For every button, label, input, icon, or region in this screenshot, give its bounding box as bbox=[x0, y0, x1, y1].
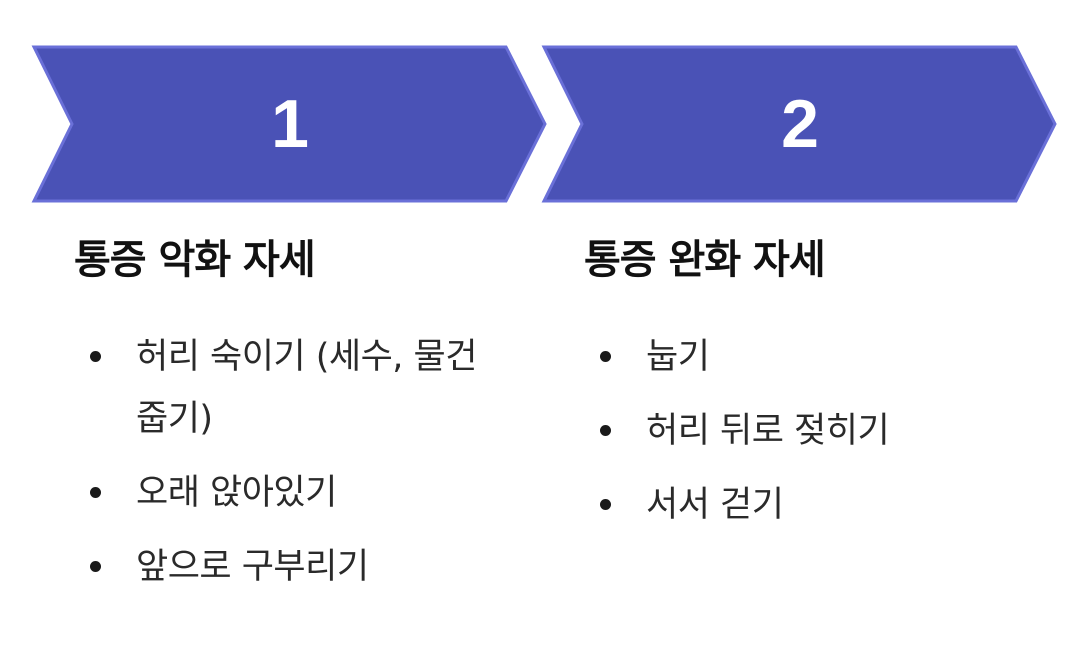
list-item: 서서 걷기 bbox=[600, 474, 1020, 536]
bullet-dot-icon bbox=[90, 351, 101, 362]
list-item: 허리 숙이기 (세수, 물건 줍기) bbox=[90, 326, 510, 450]
step-2-chevron: 2 bbox=[540, 44, 1060, 204]
list-item-text: 허리 뒤로 젖히기 bbox=[646, 411, 890, 451]
list-item: 허리 뒤로 젖히기 bbox=[600, 400, 1020, 462]
bullet-dot-icon bbox=[600, 499, 611, 510]
step-1-list: 허리 숙이기 (세수, 물건 줍기) 오래 앉아있기 앞으로 구부리기 bbox=[90, 326, 510, 610]
step-column-1: 1 통증 악화 자세 허리 숙이기 (세수, 물건 줍기) 오래 앉아있기 앞으… bbox=[30, 0, 550, 646]
list-item-text: 앞으로 구부리기 bbox=[136, 547, 369, 587]
step-1-number: 1 bbox=[271, 86, 309, 162]
list-item-text: 오래 앉아있기 bbox=[136, 473, 337, 513]
list-item-text: 서서 걷기 bbox=[646, 485, 784, 525]
step-2-heading: 통증 완화 자세 bbox=[584, 237, 826, 283]
bullet-dot-icon bbox=[90, 561, 101, 572]
step-1-chevron: 1 bbox=[30, 44, 550, 204]
chevron-arrow-shape bbox=[31, 45, 547, 203]
list-item-text: 눕기 bbox=[646, 337, 710, 377]
step-2-list: 눕기 허리 뒤로 젖히기 서서 걷기 bbox=[600, 326, 1020, 548]
bullet-dot-icon bbox=[90, 487, 101, 498]
bullet-dot-icon bbox=[600, 351, 611, 362]
chevron-arrow-shape bbox=[541, 45, 1057, 203]
list-item: 오래 앉아있기 bbox=[90, 462, 510, 524]
step-1-heading: 통증 악화 자세 bbox=[74, 237, 316, 283]
list-item: 눕기 bbox=[600, 326, 1020, 388]
list-item-text: 허리 숙이기 (세수, 물건 줍기) bbox=[136, 337, 477, 439]
bullet-dot-icon bbox=[600, 425, 611, 436]
list-item: 앞으로 구부리기 bbox=[90, 536, 510, 598]
step-column-2: 2 통증 완화 자세 눕기 허리 뒤로 젖히기 서서 걷기 bbox=[540, 0, 1060, 646]
step-2-number: 2 bbox=[781, 86, 819, 162]
